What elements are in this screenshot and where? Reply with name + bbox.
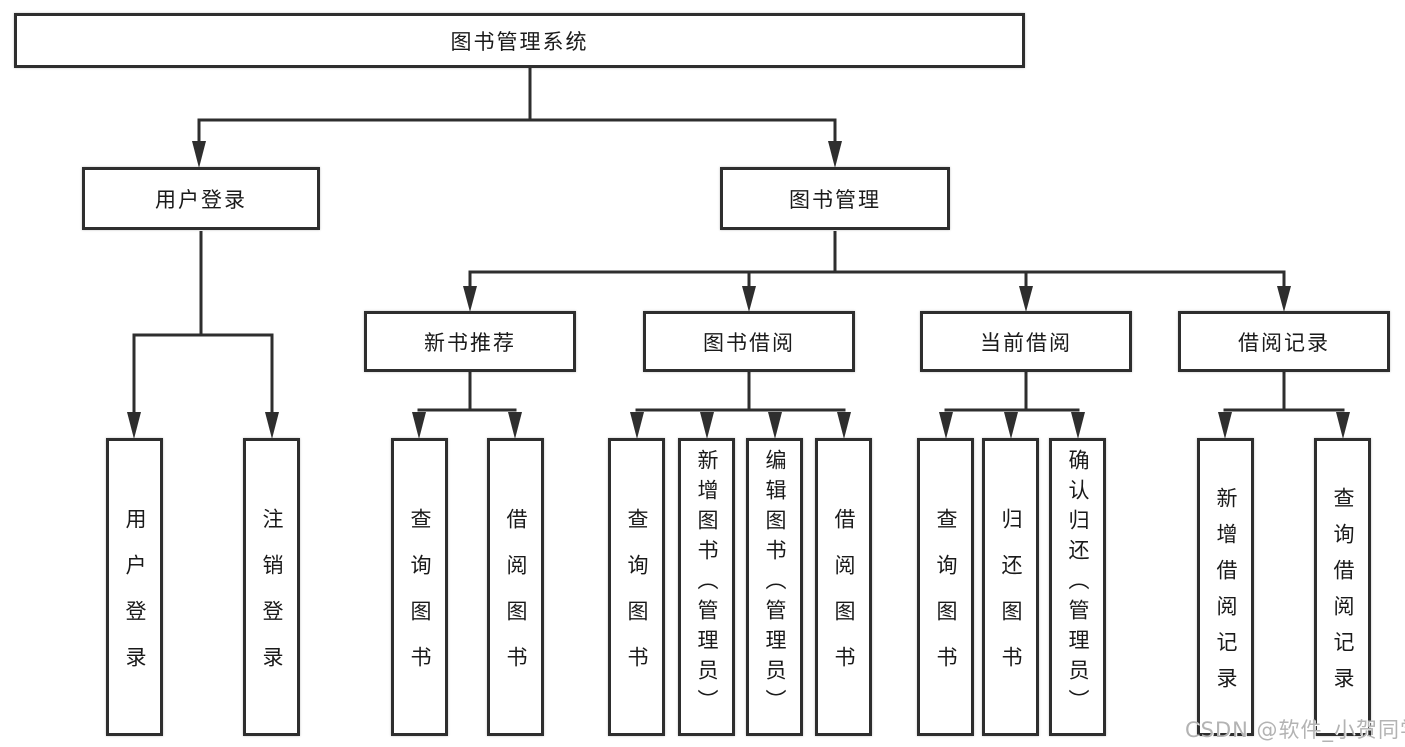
leaf-return-books-label: 归还图书 (999, 507, 1023, 692)
leaf-edit-books-admin: 编辑图书（管理员） (746, 438, 803, 736)
leaf-borrow-books-2: 借阅图书 (815, 438, 872, 736)
leaf-add-books-admin-label: 新增图书（管理员） (695, 449, 719, 719)
csdn-watermark: CSDN @软件_小贺同学 (1185, 718, 1405, 742)
leaf-confirm-return-admin: 确认归还（管理员） (1049, 438, 1106, 736)
leaf-borrow-books-1-label: 借阅图书 (504, 507, 528, 692)
node-book-borrow: 图书借阅 (643, 311, 855, 372)
leaf-edit-books-admin-label: 编辑图书（管理员） (763, 449, 787, 719)
leaf-user-login: 用户登录 (106, 438, 163, 736)
leaf-logout: 注销登录 (243, 438, 300, 736)
leaf-borrow-books-2-label: 借阅图书 (832, 507, 856, 692)
node-root-system: 图书管理系统 (14, 13, 1025, 68)
leaf-query-books-3-label: 查询图书 (934, 507, 958, 692)
leaf-query-books-1: 查询图书 (391, 438, 448, 736)
leaf-query-borrow-record-label: 查询借阅记录 (1331, 486, 1355, 703)
leaf-query-books-3: 查询图书 (917, 438, 974, 736)
node-borrow-records: 借阅记录 (1178, 311, 1390, 372)
leaf-return-books: 归还图书 (982, 438, 1039, 736)
leaf-borrow-books-1: 借阅图书 (487, 438, 544, 736)
node-current-borrow: 当前借阅 (920, 311, 1132, 372)
leaf-query-books-1-label: 查询图书 (408, 507, 432, 692)
leaf-query-books-2-label: 查询图书 (625, 507, 649, 692)
leaf-logout-label: 注销登录 (260, 507, 284, 692)
leaf-query-books-2: 查询图书 (608, 438, 665, 736)
node-book-management: 图书管理 (720, 167, 950, 230)
leaf-confirm-return-admin-label: 确认归还（管理员） (1066, 449, 1090, 719)
leaf-query-borrow-record: 查询借阅记录 (1314, 438, 1371, 736)
leaf-add-borrow-record: 新增借阅记录 (1197, 438, 1254, 736)
leaf-user-login-label: 用户登录 (123, 507, 147, 692)
node-user-login: 用户登录 (82, 167, 320, 230)
node-new-book-recommend: 新书推荐 (364, 311, 576, 372)
leaf-add-books-admin: 新增图书（管理员） (678, 438, 735, 736)
leaf-add-borrow-record-label: 新增借阅记录 (1214, 486, 1238, 703)
